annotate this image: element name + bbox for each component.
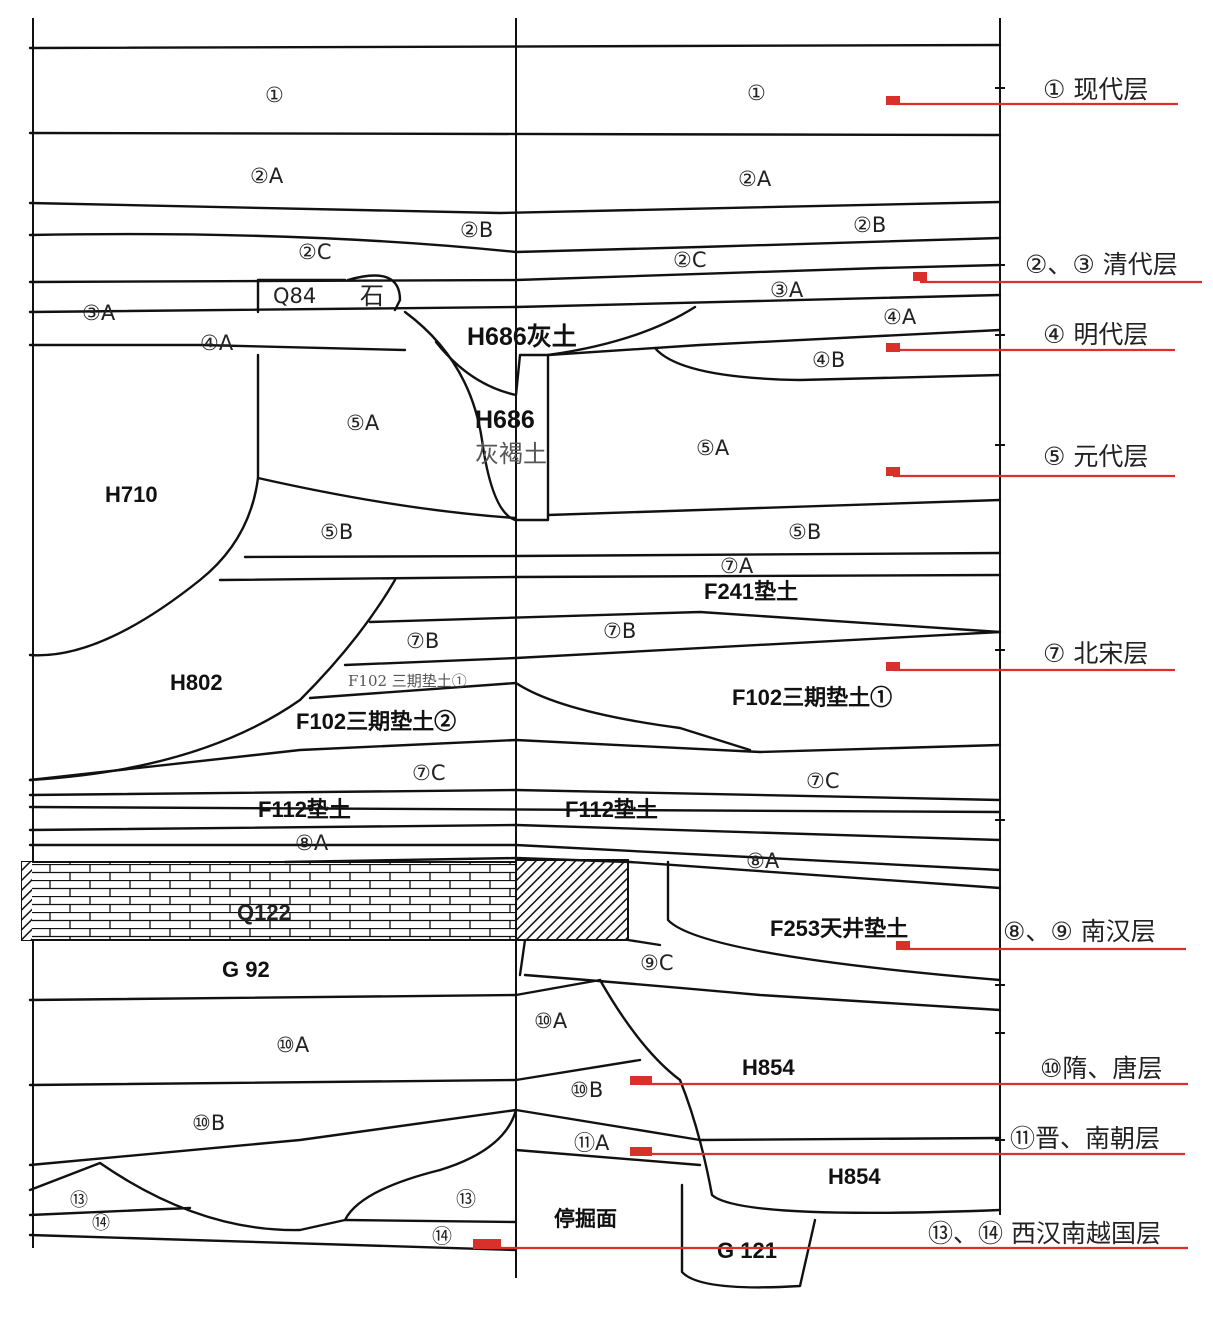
feature-label-f102-1-small: F102 三期垫土①: [348, 672, 467, 690]
feature-label-g92: G 92: [222, 957, 270, 982]
layer-label: ①: [747, 81, 766, 105]
layer-label: ⑦C: [806, 769, 840, 793]
feature-label-f241: F241垫土: [704, 579, 798, 604]
feature-label-h802: H802: [170, 670, 223, 695]
feature-label-f253: F253天井垫土: [770, 916, 908, 941]
feature-label-h686: H686: [475, 406, 535, 434]
layer-label: ①: [265, 83, 284, 107]
layer-label: ⑩A: [534, 1009, 568, 1033]
feature-label-h686-soil: 灰褐土: [475, 440, 547, 468]
layer-label: ⑩B: [192, 1111, 225, 1135]
feature-label-q122: Q122: [237, 900, 291, 925]
feature-label-stone: 石: [360, 282, 384, 310]
legend-item: ⑪晋、南朝层: [1010, 1124, 1160, 1153]
feature-label-g121: G 121: [717, 1238, 777, 1263]
wall-hatch-left: [22, 862, 32, 940]
layer-label: ⑪A: [574, 1131, 610, 1155]
feature-label-h686-upper: H686灰土: [467, 323, 577, 351]
legend-item: ⑬、⑭ 西汉南越国层: [928, 1219, 1161, 1248]
wall-hatch-block: [515, 859, 629, 941]
layer-label: ③A: [82, 301, 116, 325]
layer-label: ②A: [738, 167, 772, 191]
legend-item: ④ 明代层: [1043, 320, 1148, 349]
feature-label-f102-2: F102三期垫土②: [296, 709, 456, 734]
marker: [473, 1239, 501, 1249]
legend-item: ⑩隋、唐层: [1040, 1054, 1162, 1083]
layer-label: ③A: [770, 278, 804, 302]
layer-label: ⑤B: [788, 520, 821, 544]
layer-label: ⑬: [70, 1190, 88, 1211]
layer-label: ⑦A: [720, 554, 754, 578]
layer-label: ⑦B: [603, 619, 636, 643]
layer-label: ⑤A: [346, 411, 380, 435]
feature-label-f112: F112垫土: [565, 797, 658, 822]
section-frame: [32, 18, 1005, 1278]
marker: [886, 96, 900, 105]
feature-label-h710: H710: [105, 482, 158, 507]
layer-label: ②A: [250, 164, 284, 188]
marker: [886, 343, 900, 352]
layer-label: ⑭: [92, 1213, 110, 1234]
legend-item: ②、③ 清代层: [1025, 250, 1178, 279]
marker: [886, 467, 900, 476]
feature-label-h854: H854: [828, 1164, 881, 1189]
marker: [886, 662, 900, 671]
feature-label-f102-1: F102三期垫土①: [732, 685, 892, 710]
marker: [630, 1147, 652, 1156]
legend-item: ⑧、⑨ 南汉层: [1003, 917, 1156, 946]
layer-label: ⑧A: [746, 849, 780, 873]
layer-label: ②C: [673, 248, 707, 272]
legend-item: ⑦ 北宋层: [1043, 639, 1148, 668]
layer-label: ⑤A: [696, 436, 730, 460]
feature-label-q84: Q84: [273, 284, 316, 308]
marker: [913, 272, 927, 281]
marker: [630, 1076, 652, 1085]
layer-label: ⑬: [456, 1187, 476, 1211]
layer-label: ⑧A: [295, 831, 329, 855]
wall-q122-brick: [21, 861, 517, 941]
layer-labels: ① ① ②A ②A ②B ②B ②C ②C ③A ③A ④A ④A ④B Q84…: [70, 81, 917, 1263]
layer-label: ⑩A: [276, 1033, 310, 1057]
feature-label-f112: F112垫土: [258, 797, 351, 822]
layer-label: ②C: [298, 240, 332, 264]
feature-label-h854: H854: [742, 1055, 795, 1080]
layer-label: ②B: [853, 213, 886, 237]
marker: [896, 941, 910, 950]
layer-label: ④A: [883, 305, 917, 329]
strata-boundaries: [28, 43, 1002, 1289]
period-legend: ① 现代层 ②、③ 清代层 ④ 明代层 ⑤ 元代层 ⑦ 北宋层 ⑧、⑨ 南汉层 …: [473, 75, 1202, 1250]
layer-label: ⑦C: [412, 761, 446, 785]
layer-label: ⑨C: [640, 951, 674, 975]
layer-label: ②B: [460, 218, 493, 242]
legend-item: ① 现代层: [1043, 75, 1148, 104]
layer-label: ⑤B: [320, 520, 353, 544]
layer-label: ⑭: [432, 1224, 452, 1248]
layer-label: ⑩B: [570, 1078, 603, 1102]
layer-label: ④A: [200, 331, 234, 355]
legend-item: ⑤ 元代层: [1043, 442, 1148, 471]
layer-label: ⑦B: [406, 629, 439, 653]
layer-label: ④B: [812, 348, 845, 372]
excavation-stop-surface-label: 停掘面: [554, 1207, 617, 1231]
